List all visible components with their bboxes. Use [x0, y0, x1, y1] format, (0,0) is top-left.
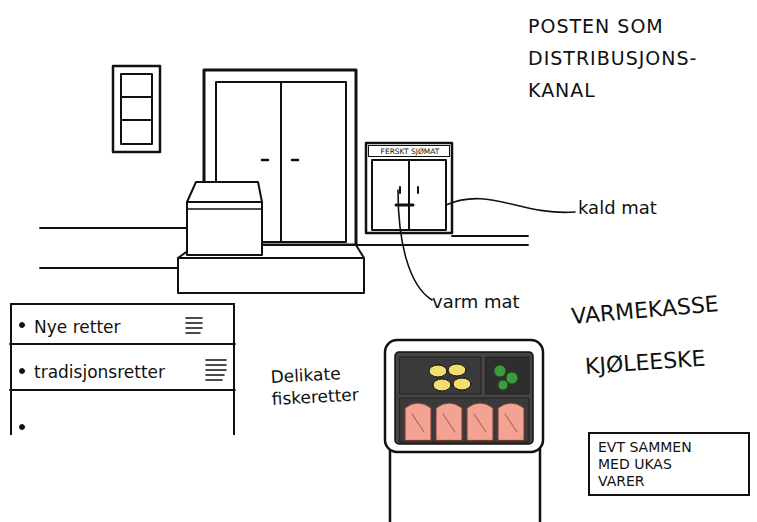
node-text: tradisjonsretter	[34, 361, 219, 383]
bullet	[20, 323, 25, 328]
note-label: VARMEKASSE	[570, 289, 720, 331]
node-text: EVT SAMMEN MED UKAS VARER	[598, 439, 720, 490]
fish-fillet	[498, 403, 524, 440]
fish-fillet	[436, 403, 462, 440]
window-bar	[121, 96, 152, 98]
note-label: KJØLEESKE	[584, 344, 706, 381]
cabinet-doors	[372, 160, 446, 230]
node-text: FERSKT SJØMAT	[369, 146, 451, 157]
wall-line	[40, 267, 178, 269]
note-box: EVT SAMMEN MED UKAS VARER	[588, 432, 750, 496]
bullet	[20, 425, 25, 430]
potato	[433, 379, 451, 391]
greens	[494, 365, 506, 377]
callout-label: kald mat	[578, 196, 657, 219]
list-divider	[10, 343, 235, 345]
leader-line	[398, 190, 432, 300]
window-frame	[113, 66, 160, 152]
cabinet-split	[408, 160, 410, 230]
greens	[498, 380, 508, 390]
door-split	[280, 82, 282, 242]
leader-line	[446, 199, 575, 213]
heat-box-rim	[385, 340, 543, 452]
potato	[453, 378, 471, 390]
wall-line	[40, 227, 188, 229]
sketch-title: POSTEN SOM DISTRIBUSJONS- KANAL	[528, 10, 728, 106]
cabinet-handle	[417, 187, 419, 193]
parcel-box-lid	[187, 182, 262, 202]
window-pane	[121, 74, 152, 144]
doorstep-front	[178, 258, 364, 293]
wall-line	[356, 244, 528, 246]
text-scribble	[206, 360, 226, 380]
tray-compartment	[400, 398, 529, 442]
cabinet-sign: FERSKT SJØMAT	[368, 145, 450, 157]
list-divider	[10, 389, 235, 391]
food-cabinet	[366, 143, 452, 233]
tray-compartment	[486, 357, 529, 394]
heat-box-tray	[395, 352, 533, 444]
potato	[429, 365, 447, 377]
cabinet-handle	[399, 187, 401, 193]
tray-compartment	[400, 357, 481, 394]
callout-label: varm mat	[432, 290, 520, 313]
fish-fillet	[467, 403, 493, 440]
wall-line	[452, 235, 528, 237]
fish-fillet	[405, 403, 431, 440]
door-handle	[262, 159, 268, 162]
parcel-box	[187, 202, 262, 255]
text-scribble	[186, 318, 202, 333]
parcel-box-edge	[187, 208, 262, 210]
node-text: Nye retter	[34, 316, 194, 338]
potato	[448, 364, 466, 376]
door-handle	[292, 159, 298, 162]
greens	[506, 372, 518, 384]
bullet	[20, 369, 25, 374]
callout-label: Delikate fiskeretter	[270, 360, 382, 410]
fish-marking	[412, 414, 517, 432]
window-bar	[121, 119, 152, 121]
menu-list: Nye retter tradisjonsretter	[10, 303, 235, 435]
